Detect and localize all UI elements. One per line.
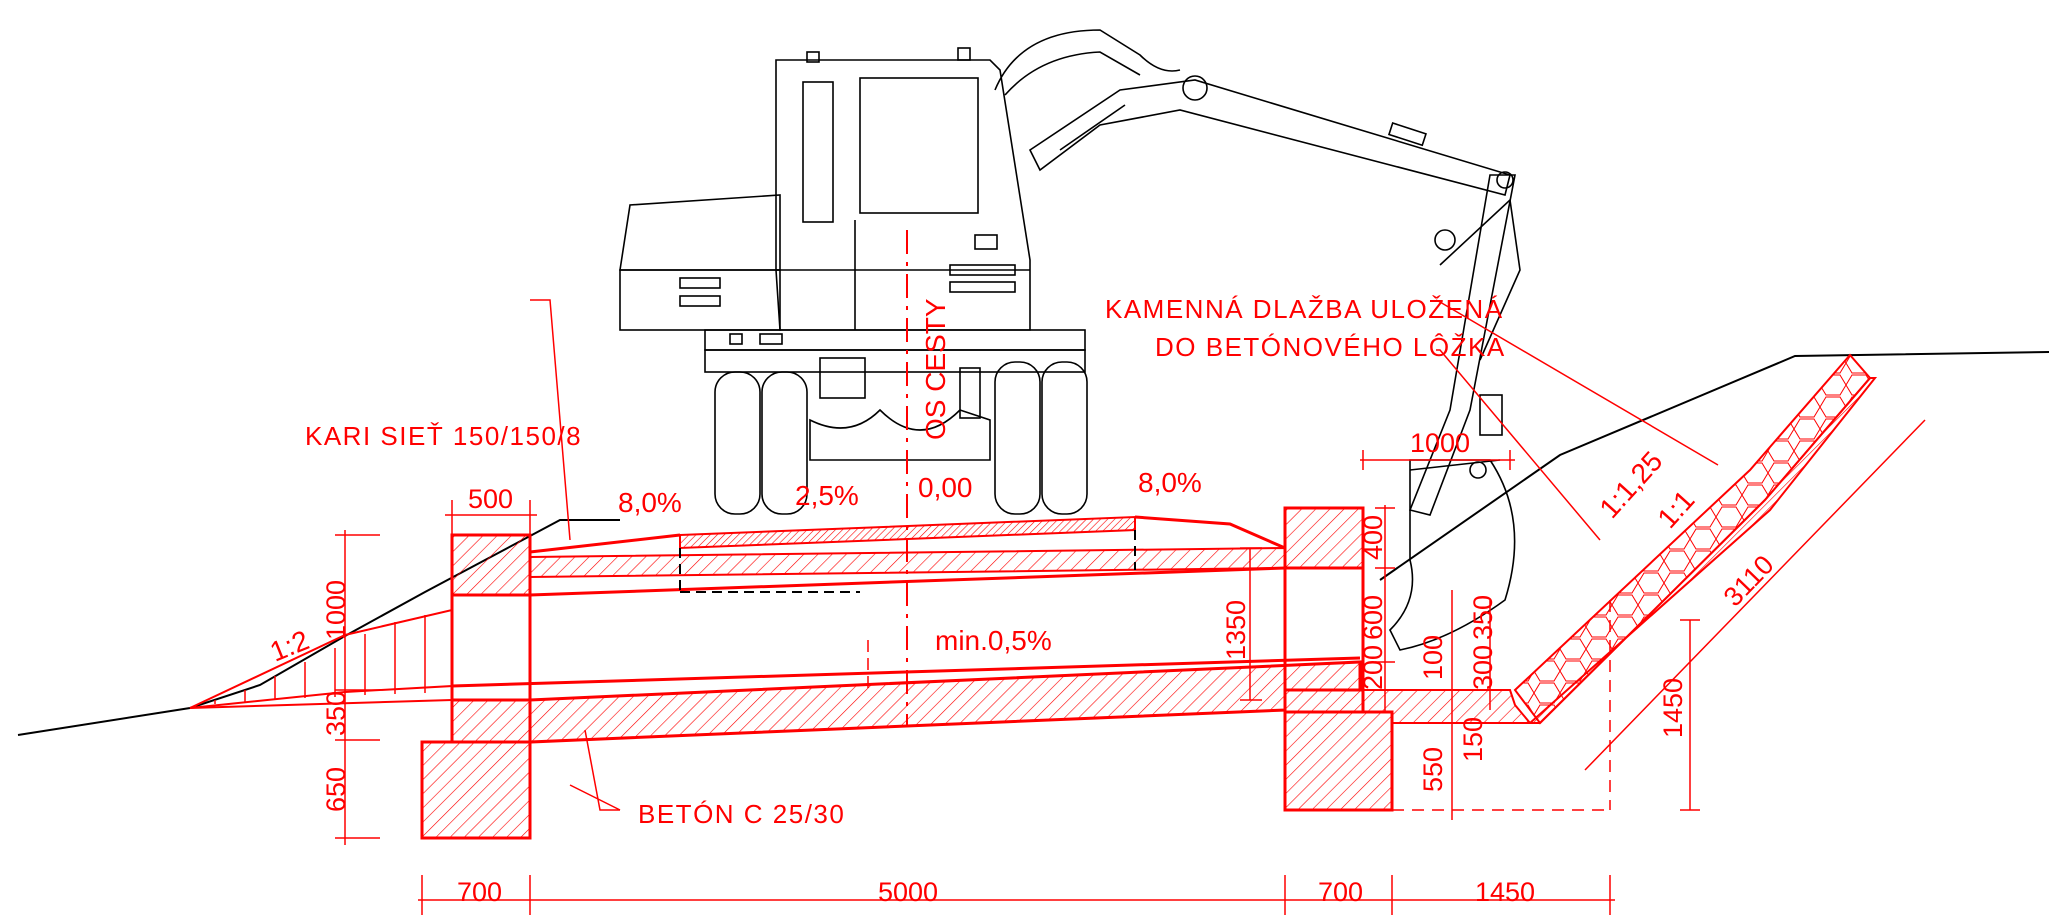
- dim-right-150: 150: [1458, 717, 1488, 762]
- terrain-line-right: [1379, 351, 2049, 581]
- dim-right-550: 550: [1418, 747, 1448, 792]
- road-axis-label: OS CESTY: [920, 298, 951, 440]
- slope-bottom: min.0,5%: [935, 625, 1052, 656]
- dim-left-350: 350: [321, 691, 351, 736]
- slope-right-top: 8,0%: [1138, 467, 1202, 498]
- dim-right-400: 400: [1358, 515, 1388, 560]
- dim-bottom-5000: 5000: [878, 877, 938, 907]
- dim-right-350: 350: [1468, 595, 1498, 640]
- dim-right-200: 200: [1358, 645, 1388, 690]
- stone-paving-label-line1: KAMENNÁ DLAŽBA ULOŽENÁ: [1105, 294, 1504, 324]
- dim-bottom-1450: 1450: [1475, 877, 1535, 907]
- dim-left-650: 650: [321, 767, 351, 812]
- excavator-drawing: [619, 29, 1521, 651]
- embankment-slope-marks: [214, 615, 426, 704]
- dim-top-500: 500: [468, 484, 513, 514]
- dim-left-1000: 1000: [321, 580, 351, 640]
- dim-mid-1350: 1350: [1221, 600, 1251, 660]
- slope-embankment-left: 1:2: [266, 624, 314, 667]
- dim-right-100: 100: [1418, 635, 1448, 680]
- dim-right-1450-vertical: 1450: [1658, 678, 1688, 738]
- stone-paving-label-line2: DO BETÓNOVÉHO LÔŽKA: [1155, 332, 1506, 362]
- dim-top-1000: 1000: [1410, 428, 1470, 458]
- dim-bottom-700-right: 700: [1318, 877, 1363, 907]
- dimension-lines: [335, 299, 1926, 915]
- annotations: KAMENNÁ DLAŽBA ULOŽENÁ DO BETÓNOVÉHO LÔŽ…: [266, 294, 1780, 907]
- dim-diagonal-3110: 3110: [1718, 550, 1780, 613]
- mesh-label: KARI SIEŤ 150/150/8: [305, 421, 582, 451]
- culvert-structure: [189, 230, 1878, 840]
- slope-left-top: 8,0%: [618, 487, 682, 518]
- slope-crown-left: 2,5%: [795, 480, 859, 511]
- dim-right-300: 300: [1468, 645, 1498, 690]
- dim-bottom-700-left: 700: [457, 877, 502, 907]
- dim-right-600: 600: [1358, 595, 1388, 640]
- concrete-label: BETÓN C 25/30: [638, 799, 845, 829]
- crown-level: 0,00: [918, 472, 973, 503]
